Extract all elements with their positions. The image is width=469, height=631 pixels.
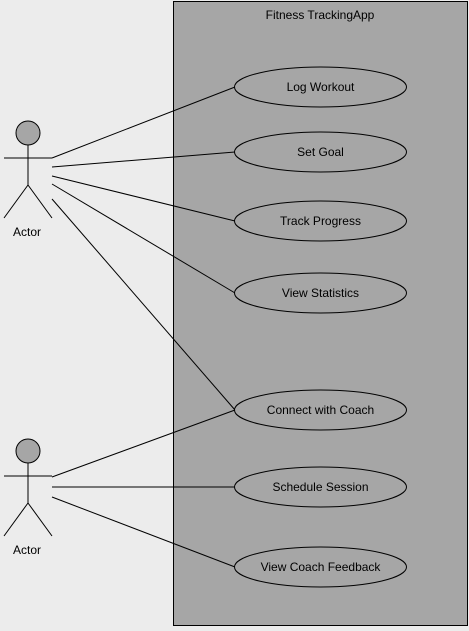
use-case-ellipse[interactable] (234, 466, 407, 508)
use-case-label: Schedule Session (272, 480, 368, 494)
use-case-log-workout[interactable]: Log Workout (234, 66, 407, 108)
use-case-set-goal[interactable]: Set Goal (234, 131, 407, 173)
use-case-connect-with-coach[interactable]: Connect with Coach (234, 389, 407, 431)
actor-head[interactable] (15, 438, 41, 464)
use-case-track-progress[interactable]: Track Progress (234, 200, 407, 242)
actor-label: Actor (13, 543, 41, 557)
actor-1[interactable]: Actor (3, 120, 53, 239)
actor-right-leg (27, 502, 53, 537)
use-case-ellipse[interactable] (234, 546, 407, 588)
use-case-ellipse[interactable] (234, 131, 407, 173)
actor-head[interactable] (15, 120, 41, 146)
association-line (51, 151, 236, 168)
association-line (51, 86, 236, 159)
actor-left-leg (3, 184, 29, 219)
use-case-label: View Statistics (282, 286, 359, 300)
use-case-ellipse[interactable] (234, 389, 407, 431)
system-title: Fitness TrackingApp (266, 8, 375, 22)
actor-label: Actor (13, 225, 41, 239)
use-case-ellipse[interactable] (234, 200, 407, 242)
use-case-schedule-session[interactable]: Schedule Session (234, 466, 407, 508)
use-case-view-coach-feedback[interactable]: View Coach Feedback (234, 546, 407, 588)
association-line (51, 496, 236, 568)
use-case-ellipse[interactable] (234, 272, 407, 314)
use-case-label: Set Goal (297, 145, 344, 159)
use-case-ellipse[interactable] (234, 66, 407, 108)
associations (51, 86, 236, 568)
use-case-label: Track Progress (280, 214, 361, 228)
actor-left-leg (3, 502, 29, 537)
use-case-label: Connect with Coach (267, 403, 374, 417)
use-case-view-statistics[interactable]: View Statistics (234, 272, 407, 314)
association-line (51, 183, 236, 294)
use-case-label: Log Workout (287, 80, 355, 94)
association-line (51, 175, 236, 222)
actor-2[interactable]: Actor (3, 438, 53, 557)
association-line (51, 409, 236, 478)
association-line (51, 198, 236, 411)
actor-right-leg (27, 184, 53, 219)
use-case-label: View Coach Feedback (261, 560, 382, 574)
